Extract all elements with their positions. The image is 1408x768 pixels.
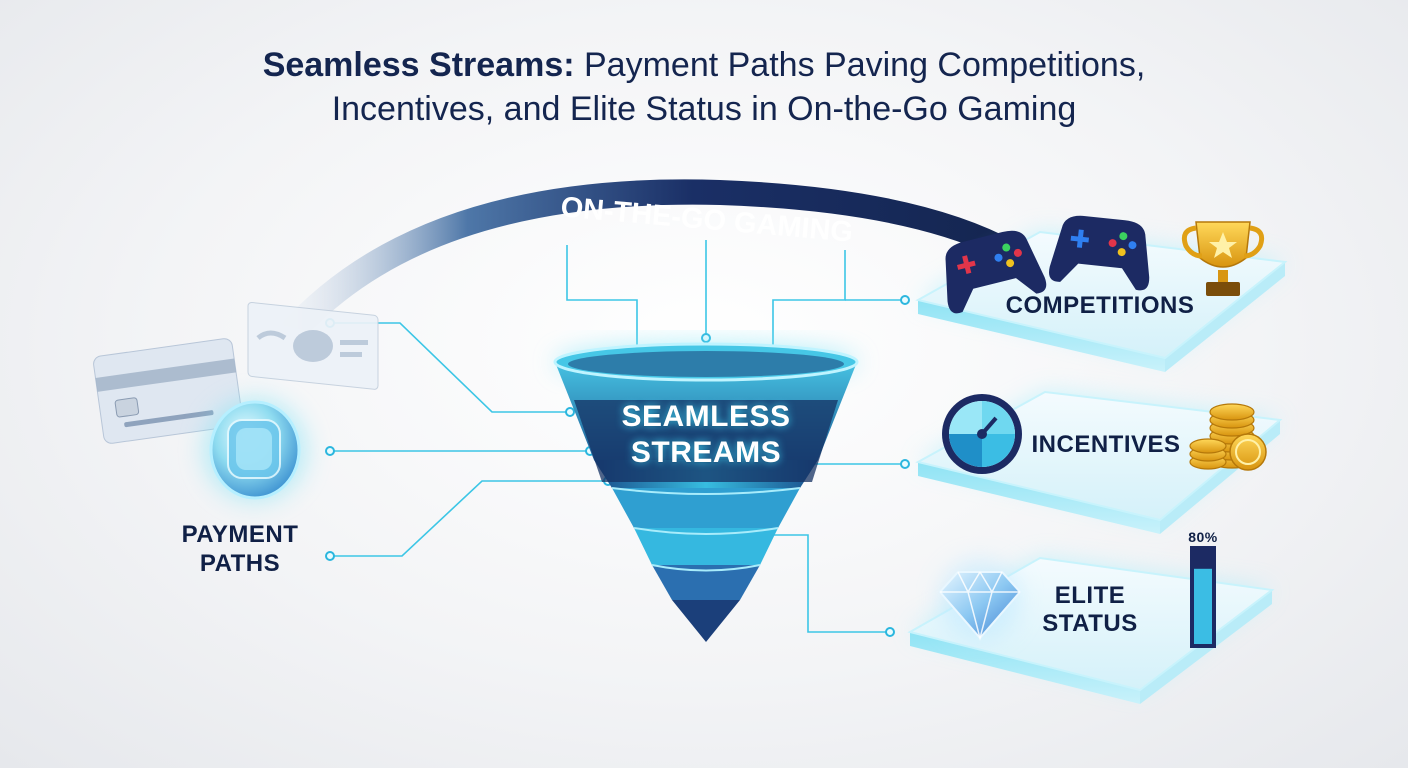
funnel-label-line-1: SEAMLESS [621,400,791,433]
gamepad-red-icon [945,230,1047,314]
page-title-line-2: Incentives, and Elite Status in On-the-G… [331,90,1077,128]
timer-wheel-icon [942,394,1022,474]
funnel-label: SEAMLESS STREAMS [586,399,826,471]
payment-paths-line-1: PAYMENT [181,521,299,548]
on-the-go-gaming-arc [280,179,1030,332]
credit-card-icon [93,338,243,444]
trophy-icon [1181,221,1265,296]
incentives-label: INCENTIVES [1031,431,1181,458]
competitions-label: COMPETITIONS [1005,292,1195,319]
title-rest: Payment Paths Paving Competitions, [574,46,1146,84]
title-bold: Seamless Streams: [262,46,575,84]
progress-fill [1194,568,1212,644]
banknote-icon [247,301,379,390]
coin-stack-icon [1189,403,1267,471]
diamond-icon [938,560,1022,641]
payment-paths-line-2: PATHS [199,550,281,577]
progress-percent-label: 80% [1188,529,1218,545]
coin-icon [203,398,307,502]
progress-bar-icon [1190,546,1216,648]
page-title-line-1: Seamless Streams: Payment Paths Paving C… [0,44,1408,86]
funnel-label-line-2: STREAMS [630,436,782,469]
elite-status-label: ELITE STATUS [1028,582,1152,638]
elite-status-line-1: ELITE [1054,582,1126,609]
elite-status-line-2: STATUS [1042,610,1138,637]
seamless-streams-funnel [553,342,859,642]
gamepad-blue-icon [1049,215,1150,291]
payment-paths-label: PAYMENT PATHS [160,520,320,578]
